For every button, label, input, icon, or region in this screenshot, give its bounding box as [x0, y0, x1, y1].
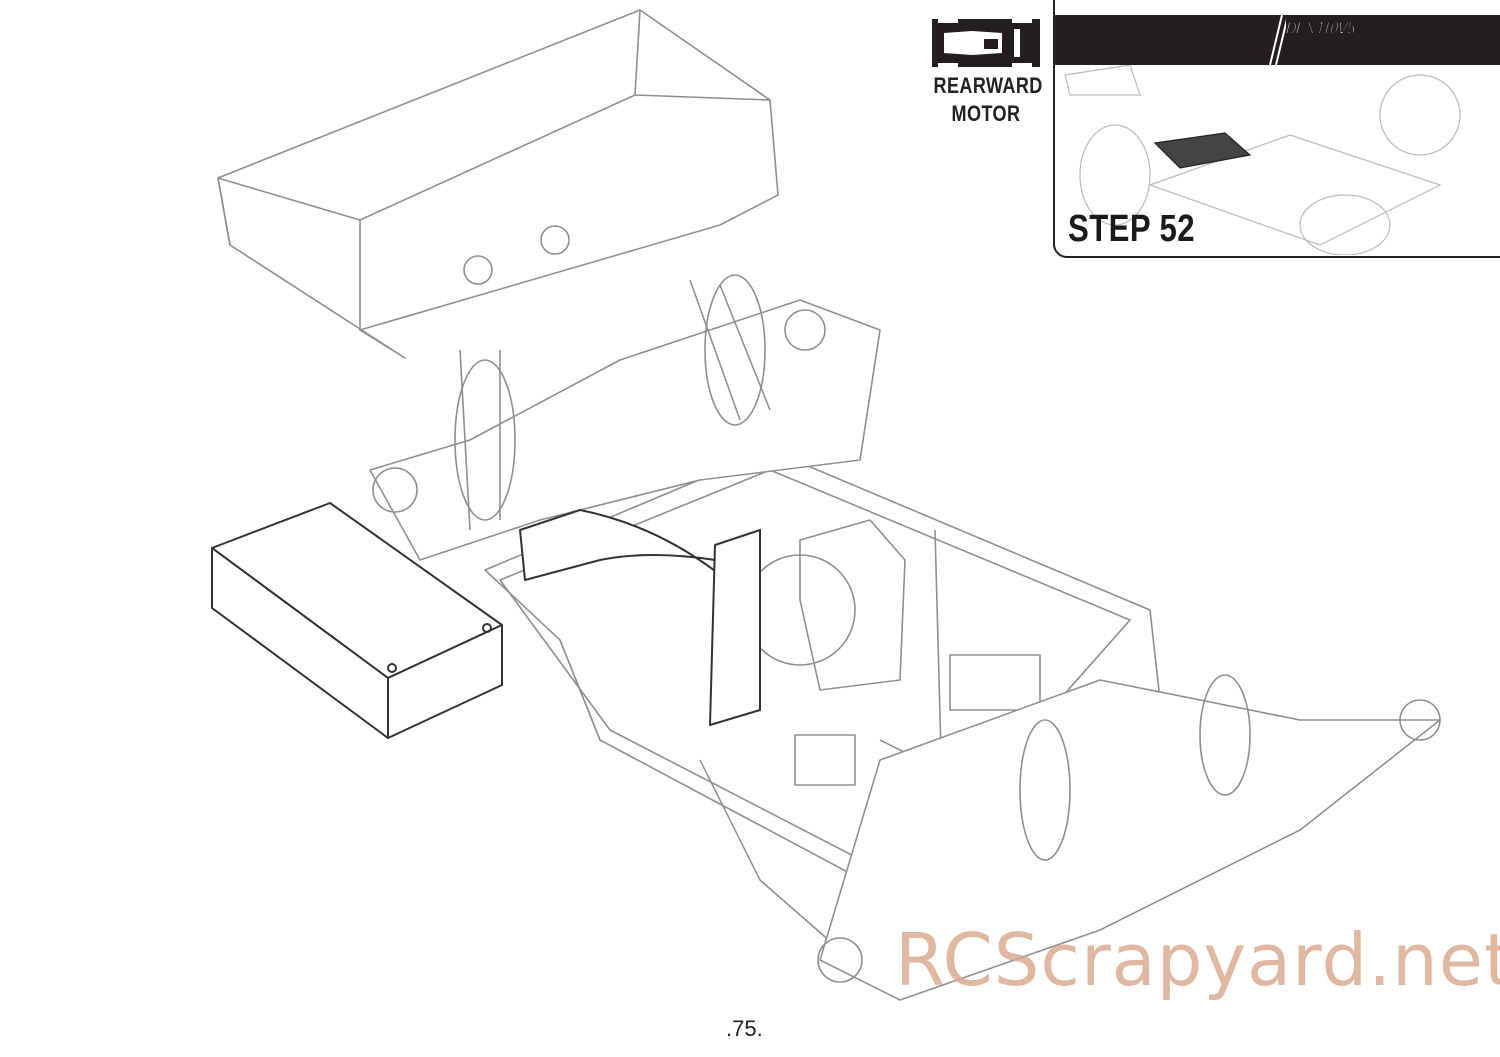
front-suspension	[817, 674, 1441, 1001]
motor-layout-line2: MOTOR	[951, 101, 1021, 126]
rear-wing	[217, 9, 779, 359]
step-preview-illustration	[1064, 65, 1461, 255]
watermark: RCScrapyard.net	[895, 918, 1500, 1002]
rear-suspension	[369, 274, 881, 561]
motor-layout-line1: REARWARD	[933, 73, 1043, 98]
motor-layout-label: REARWARD MOTOR	[933, 72, 1043, 128]
dex410-logo: DEX410V5	[1283, 17, 1357, 55]
step-number: STEP 52	[1068, 208, 1196, 250]
battery-pack	[211, 502, 503, 739]
logo-text: DEX410	[1284, 17, 1340, 39]
logo-version: V5	[1336, 17, 1357, 39]
rearward-motor-icon	[932, 15, 1040, 71]
logo-stripes	[1269, 15, 1286, 65]
battery-hold-down	[519, 509, 761, 726]
step-panel	[1053, 0, 1500, 258]
page-number: .75.	[726, 1016, 763, 1041]
